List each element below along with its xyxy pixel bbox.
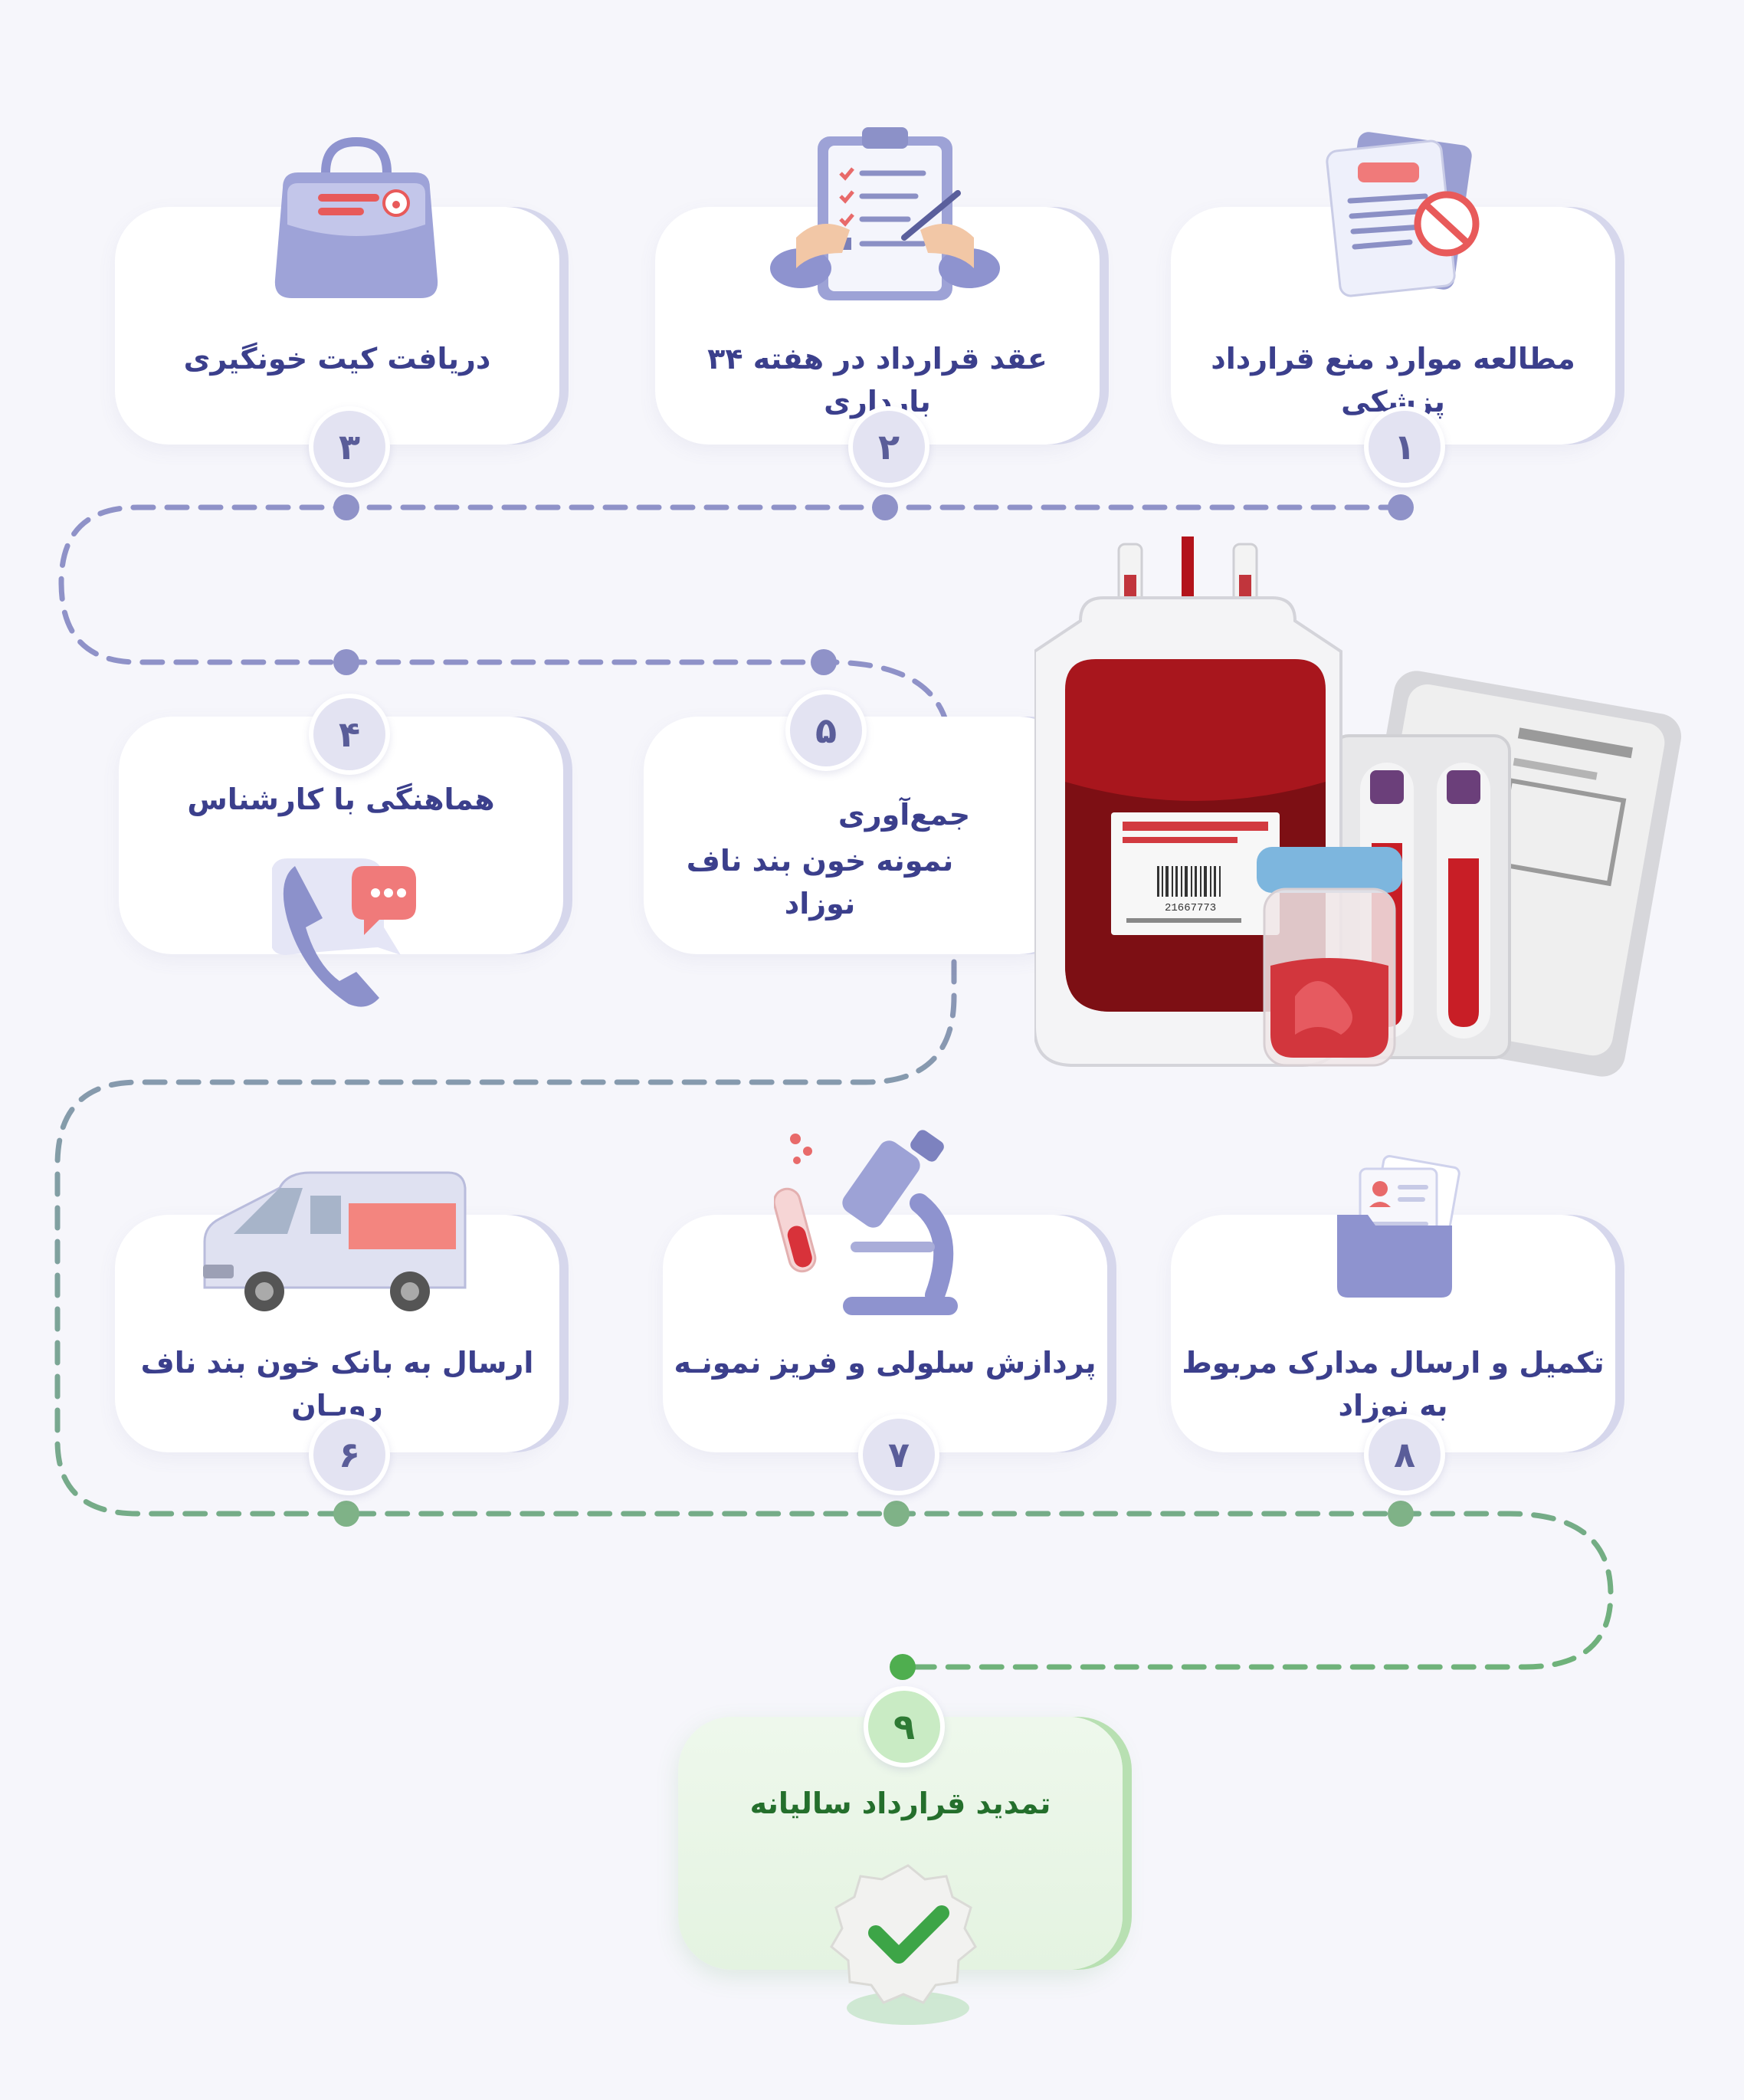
path-dot xyxy=(883,1501,910,1527)
step-number-badge: ۷ xyxy=(858,1414,939,1495)
step-title-line2: نمونه خون بند ناف نوزاد xyxy=(686,844,954,920)
step-title: هماهنگی با کارشناس xyxy=(187,783,495,816)
path-dot xyxy=(333,649,359,675)
step-number-badge: ۶ xyxy=(309,1414,390,1495)
step-number-badge: ۳ xyxy=(309,406,390,487)
path-dot xyxy=(890,1654,916,1680)
step-title: تمدید قرارداد سالیانه xyxy=(749,1787,1051,1820)
path-segment-2 xyxy=(54,959,1614,1670)
step-number-badge: ۸ xyxy=(1364,1414,1445,1495)
check-badge-icon xyxy=(830,1864,977,2025)
path-dot xyxy=(872,494,898,520)
step-title: پردازش سلولی و فریز نمونـه xyxy=(674,1346,1097,1380)
phone-chat-icon xyxy=(272,858,416,1007)
folder-documents-icon xyxy=(1337,1155,1460,1298)
blood-bag-icon: 21667773 xyxy=(1034,536,1682,1077)
path-segment-1 xyxy=(58,504,1404,754)
path-dot xyxy=(1388,494,1414,520)
van-icon xyxy=(203,1171,467,1311)
path-dot xyxy=(333,494,359,520)
step-card-7: پردازش سلولی و فریز نمونـه xyxy=(663,1215,1107,1452)
step-number-badge: ۱ xyxy=(1364,406,1445,487)
step-number-badge: ۵ xyxy=(785,690,867,771)
path-dot xyxy=(811,649,837,675)
microscope-icon xyxy=(774,1130,958,1315)
path-dot xyxy=(333,1501,359,1527)
path-dot xyxy=(1388,1501,1414,1527)
bag-kit-icon xyxy=(274,136,438,298)
step-title: ارسال به بانک خون بند ناف رویـان xyxy=(140,1346,534,1422)
step-card-6: ارسال به بانک خون بند ناف رویـان xyxy=(115,1215,559,1452)
step-number-badge: ۹ xyxy=(864,1686,945,1767)
step-title: دریافت کیت خونگیری xyxy=(183,342,491,376)
step-card-5: جمع‌آوری نمونه خون بند ناف نوزاد xyxy=(644,717,1073,954)
step-title-line1: جمع‌آوری xyxy=(838,798,971,832)
step-number-badge: ۴ xyxy=(309,694,390,775)
document-prohibited-icon xyxy=(1326,132,1480,297)
clipboard-contract-icon xyxy=(770,127,1000,300)
step-number-badge: ۲ xyxy=(848,406,929,487)
barcode-number: 21667773 xyxy=(1165,902,1216,914)
step-title: تکمیل و ارسال مدارک مربوط به نوزاد xyxy=(1182,1346,1605,1422)
